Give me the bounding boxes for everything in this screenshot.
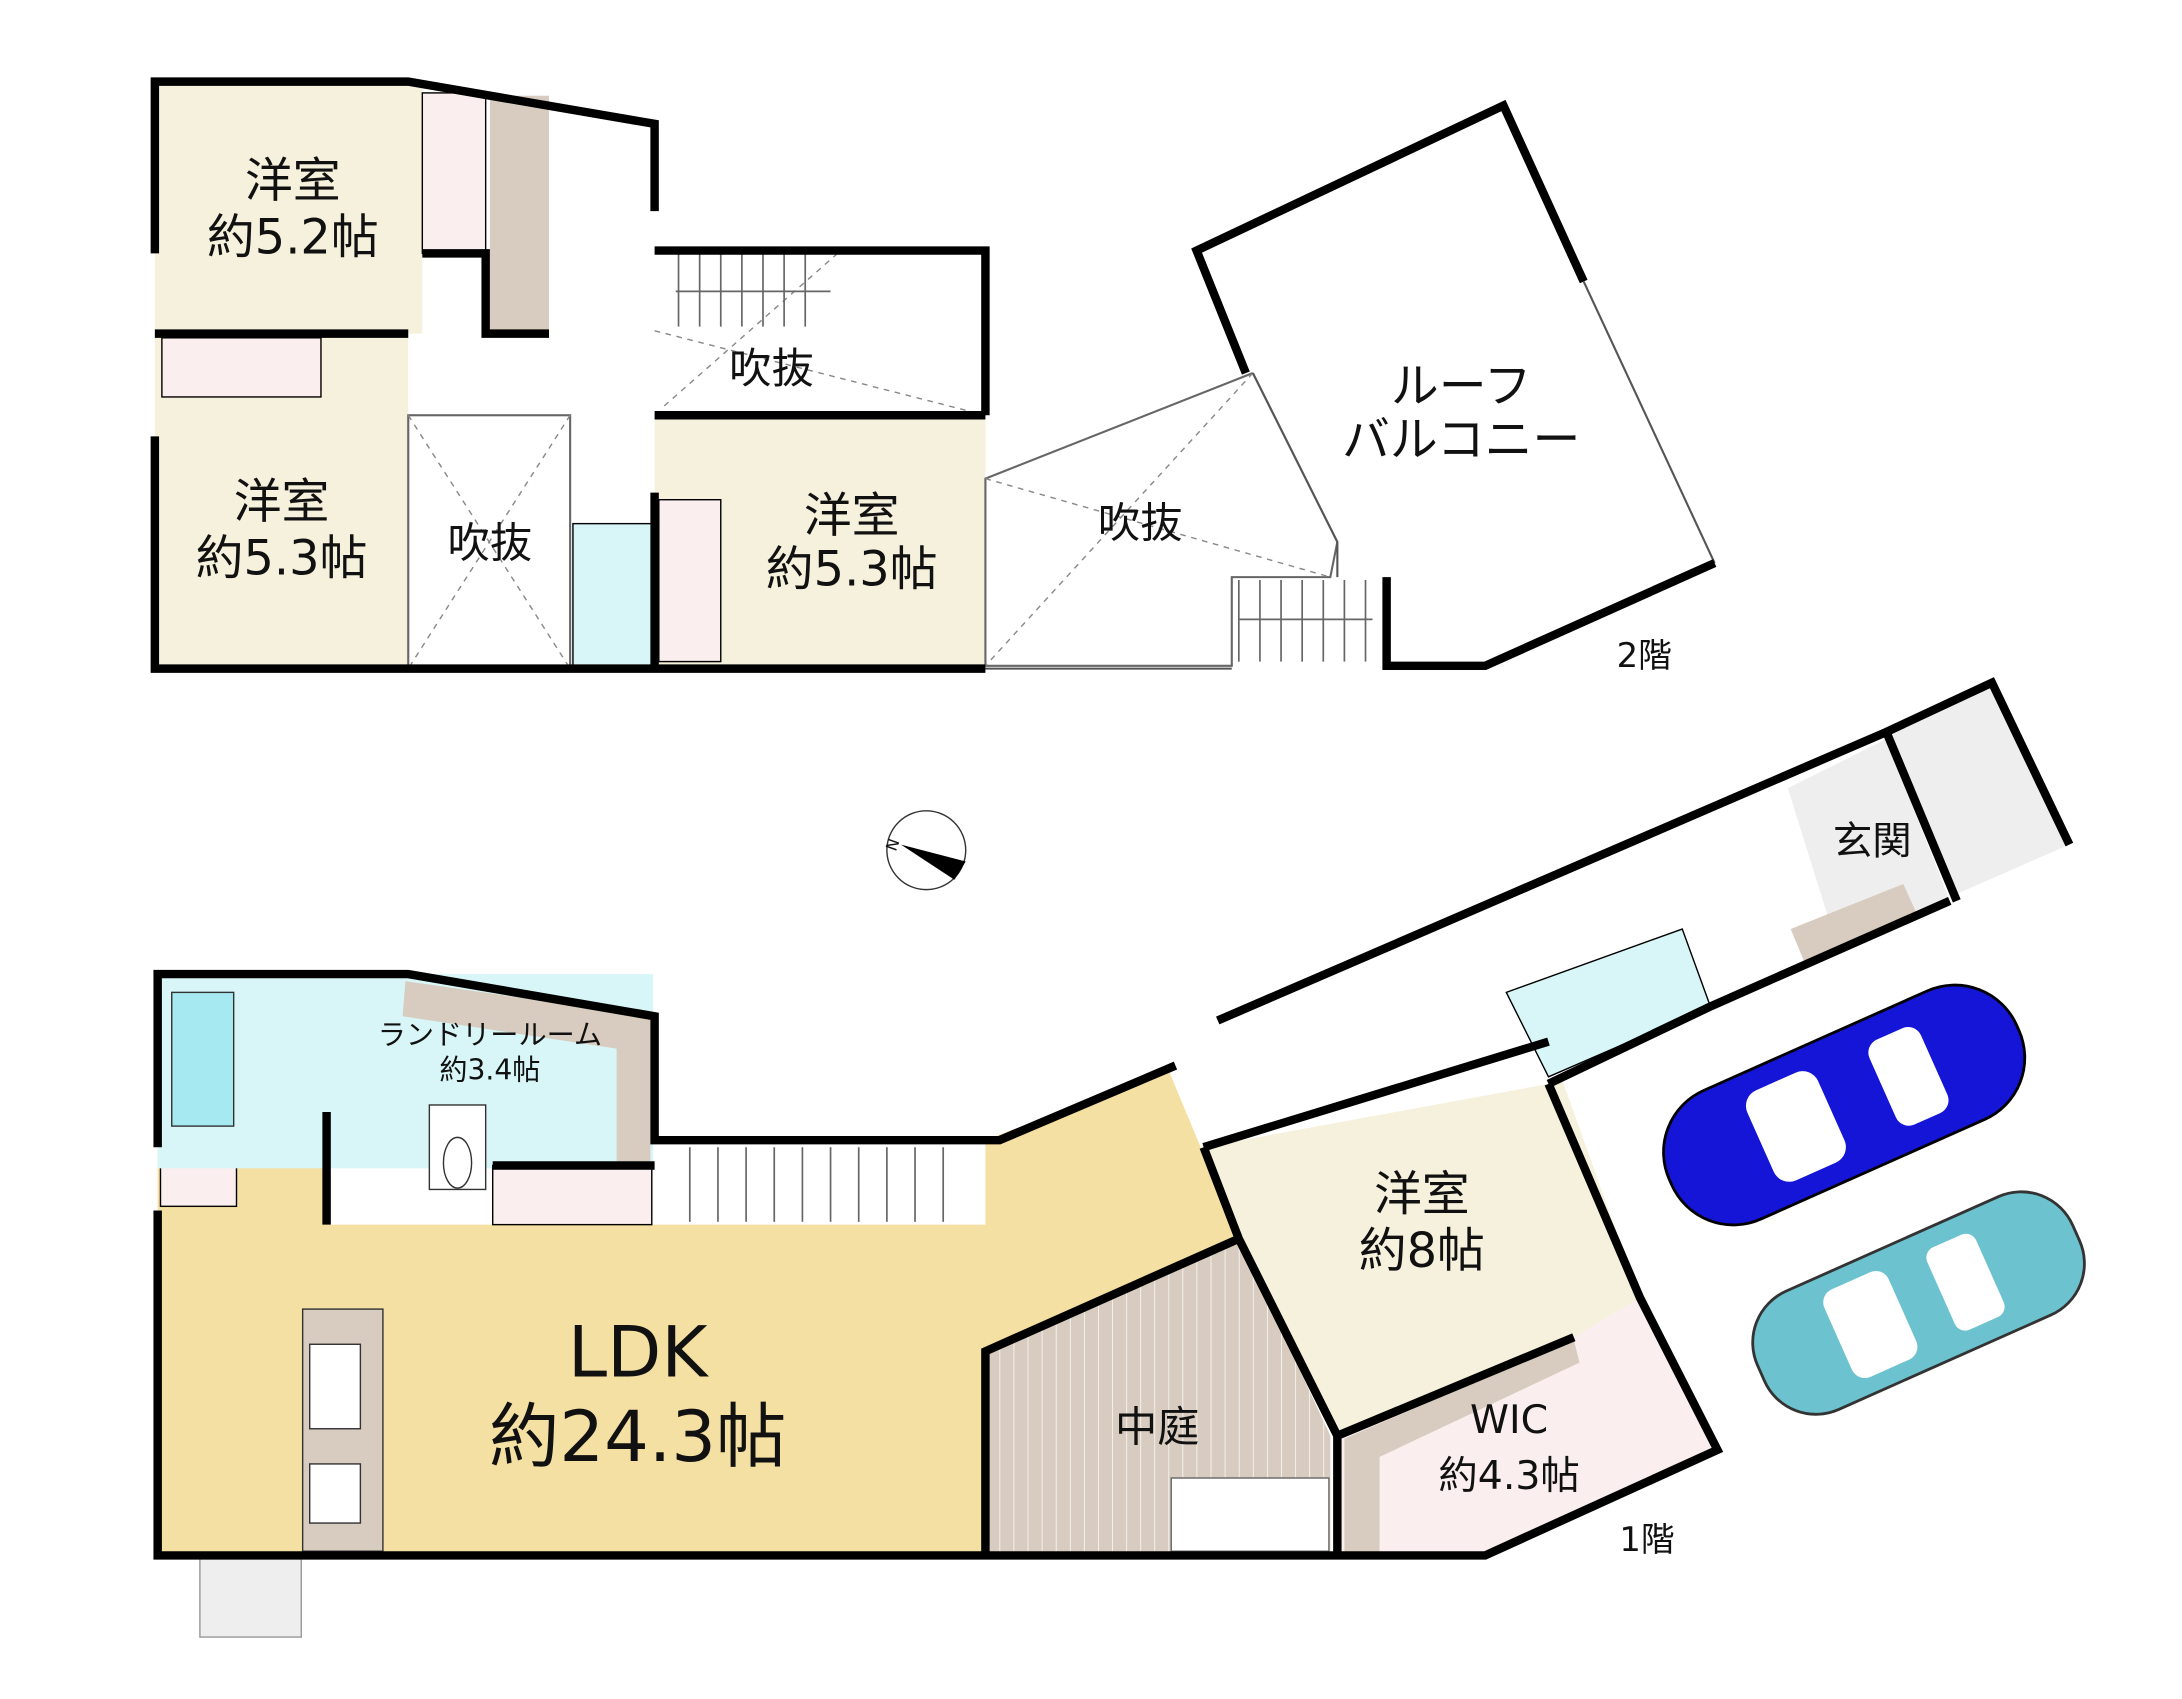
staircase (1237, 579, 1373, 662)
roof-balcony (1196, 105, 1715, 666)
car-teal-icon (1751, 1190, 2086, 1416)
floor-label-1f: 1階 (1619, 1520, 1674, 1559)
floor-label-2f: 2階 (1617, 636, 1672, 675)
bedroom-8 (1203, 1041, 1641, 1436)
entrance-label: 玄関 (1833, 818, 1912, 864)
storage (489, 95, 550, 334)
room-name: 洋室 (234, 475, 330, 530)
void-label: 吹抜 (1098, 499, 1182, 548)
kitchen-sink-icon (308, 1343, 362, 1430)
courtyard-label: 中庭 (1115, 1402, 1199, 1451)
room-name: ランドリールーム (378, 1018, 602, 1051)
room-size: 約3.4帖 (439, 1054, 540, 1087)
first-floor (153, 677, 2074, 1638)
courtyard-steps (1170, 1477, 1330, 1552)
shoe-cabinet (1790, 883, 1918, 963)
entrance-porch (1886, 682, 2070, 894)
balcony-label: バルコニー (1342, 413, 1580, 468)
closet (492, 1164, 653, 1226)
bedroom-5-2 (154, 81, 423, 334)
room-size: 約4.3帖 (1438, 1453, 1579, 1499)
void-label: 吹抜 (448, 518, 532, 567)
room-size: 約5.2帖 (207, 210, 379, 265)
bathtub (171, 991, 235, 1127)
courtyard (985, 1238, 1331, 1556)
ldk-size: 約24.3帖 (489, 1396, 786, 1478)
room-size: 約8帖 (1359, 1224, 1485, 1279)
room-name: 洋室 (804, 489, 900, 544)
void-upper (654, 250, 986, 416)
room-size: 約5.3帖 (766, 543, 938, 598)
ldk-name: LDK (568, 1312, 709, 1394)
ldk-area (157, 1069, 1239, 1556)
room-name: 洋室 (245, 154, 341, 209)
room-name: WIC (1470, 1397, 1548, 1443)
back-door-step (199, 1554, 302, 1638)
entrance-tile (1787, 739, 1950, 946)
balcony-label: ルーフ (1391, 360, 1532, 415)
staircase (675, 253, 831, 327)
staircase-1f (658, 1145, 962, 1222)
closet (421, 92, 487, 255)
second-floor (150, 77, 1717, 673)
north-label: N (883, 836, 904, 853)
car-blue-icon (1662, 983, 2027, 1227)
wic-shelf (1344, 1340, 1580, 1553)
washroom (572, 522, 653, 667)
compass: N (883, 810, 967, 891)
void-label: 吹抜 (729, 344, 813, 393)
north-arrow-icon (900, 844, 966, 880)
hallway (1175, 731, 1957, 1148)
storage-shelf (402, 981, 651, 1162)
closet (161, 337, 322, 398)
room-name: 洋室 (1374, 1168, 1470, 1223)
sink-icon (442, 1136, 473, 1189)
closet (658, 499, 722, 663)
stove-icon (308, 1463, 362, 1524)
room-size: 約5.3帖 (196, 531, 368, 586)
